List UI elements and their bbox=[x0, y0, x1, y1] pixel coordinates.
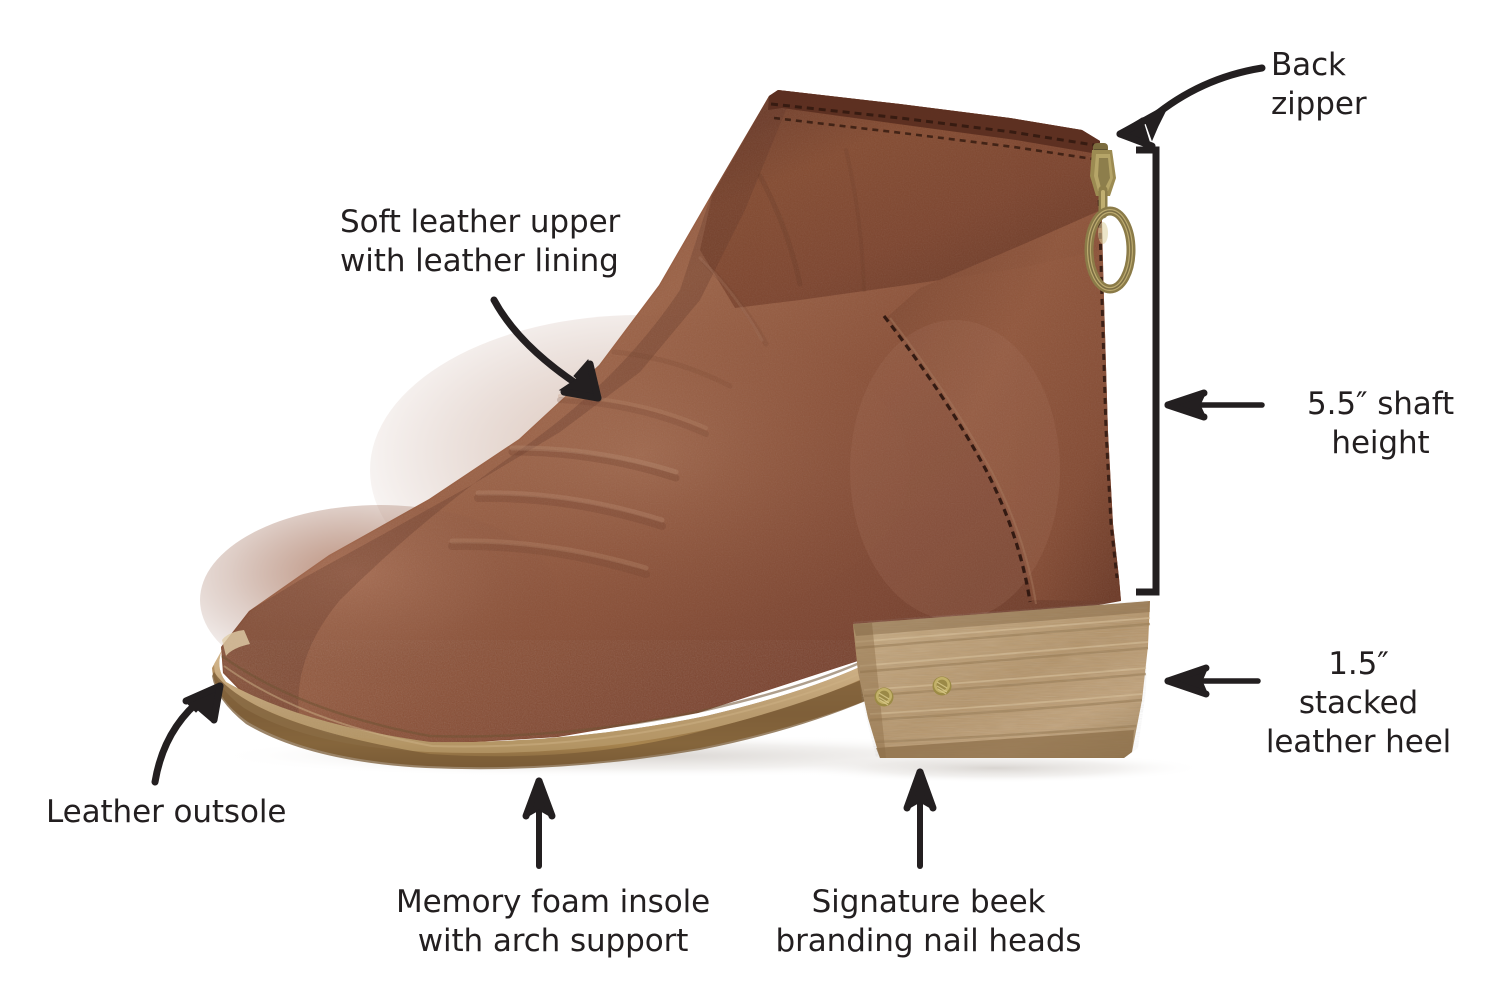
callout-label-branding-nail-heads: Signature beek branding nail heads bbox=[775, 884, 1082, 960]
callout-label-memory-foam-insole: Memory foam insole with arch support bbox=[395, 884, 711, 960]
callout-label-shaft-height: 5.5″ shaft height bbox=[1306, 386, 1455, 462]
stacked-leather-heel bbox=[853, 600, 1151, 758]
callout-label-stacked-heel: 1.5″ stacked leather heel bbox=[1265, 646, 1452, 761]
callout-label-leather-outsole: Leather outsole bbox=[46, 794, 287, 830]
leather-outsole bbox=[212, 630, 885, 770]
back-zipper-hardware bbox=[1084, 143, 1136, 294]
callout-label-back-zipper: Back zipper bbox=[1271, 47, 1367, 123]
callout-label-soft-leather-upper: Soft leather upper with leather lining bbox=[340, 204, 621, 280]
heel-nail-heads bbox=[874, 676, 952, 707]
